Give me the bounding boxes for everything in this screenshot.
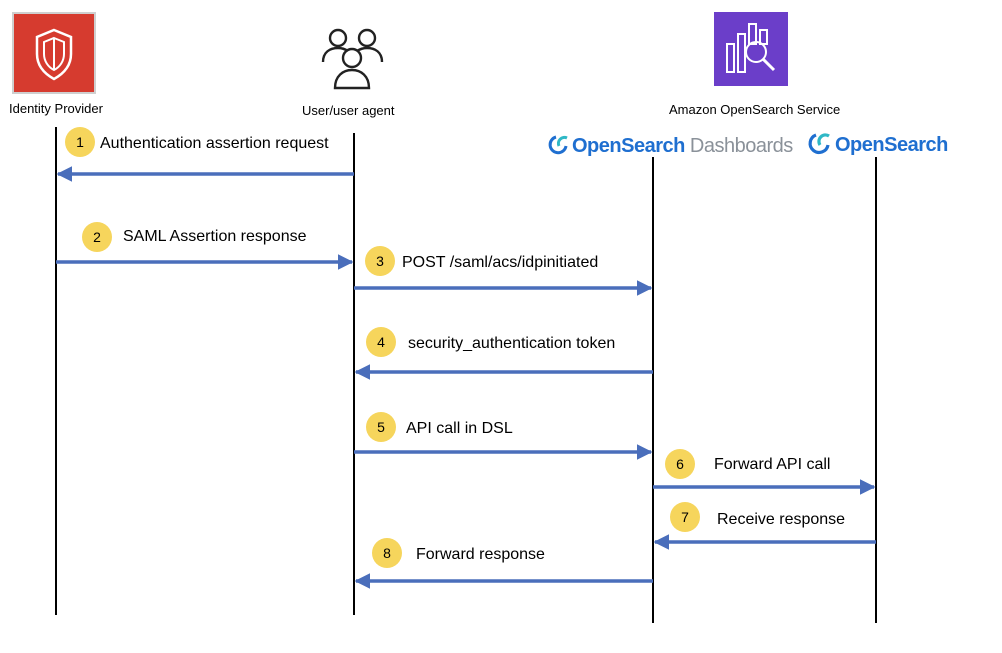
message-label-2: SAML Assertion response xyxy=(123,228,307,245)
step-badge-2: 2 xyxy=(82,222,112,252)
idp-label: Identity Provider xyxy=(9,101,104,116)
svg-text:5: 5 xyxy=(377,419,385,435)
svg-text:4: 4 xyxy=(377,334,385,350)
svg-text:8: 8 xyxy=(383,545,391,561)
step-badge-8: 8 xyxy=(372,538,402,568)
dashboards-brand-suffix: Dashboards xyxy=(685,135,793,157)
message-label-6: Forward API call xyxy=(714,456,830,473)
opensearch-logo: OpenSearch xyxy=(808,133,948,156)
svg-text:3: 3 xyxy=(376,253,384,269)
opensearch-brand-word: OpenSearch xyxy=(835,134,948,156)
message-label-1: Authentication assertion request xyxy=(100,135,329,152)
message-label-8: Forward response xyxy=(416,546,545,563)
opensearch-dashboards-logo: OpenSearch Dashboards xyxy=(548,135,794,157)
message-label-5: API call in DSL xyxy=(406,420,513,437)
step-badge-1: 1 xyxy=(65,127,95,157)
svg-text:6: 6 xyxy=(676,456,684,472)
opensearch-service-icon xyxy=(714,12,788,86)
step-badge-5: 5 xyxy=(366,412,396,442)
dashboards-brand-word: OpenSearch xyxy=(572,135,685,157)
svg-text:OpenSearch Dashboards: OpenSearch Dashboards xyxy=(572,135,793,157)
message-label-7: Receive response xyxy=(717,511,845,528)
service-group-label: Amazon OpenSearch Service xyxy=(669,102,840,117)
svg-text:1: 1 xyxy=(76,134,84,150)
svg-text:7: 7 xyxy=(681,509,689,525)
svg-text:2: 2 xyxy=(93,229,101,245)
message-label-4: security_authentication token xyxy=(408,335,615,352)
step-badge-4: 4 xyxy=(366,327,396,357)
users-icon xyxy=(321,28,384,90)
opensearch-mark-icon xyxy=(548,135,568,155)
step-badge-3: 3 xyxy=(365,246,395,276)
user-agent-label: User/user agent xyxy=(302,103,395,118)
opensearch-mark-icon xyxy=(808,133,830,154)
message-label-3: POST /saml/acs/idpinitiated xyxy=(402,254,598,271)
shield-icon xyxy=(12,12,96,94)
step-badge-7: 7 xyxy=(670,502,700,532)
step-badge-6: 6 xyxy=(665,449,695,479)
